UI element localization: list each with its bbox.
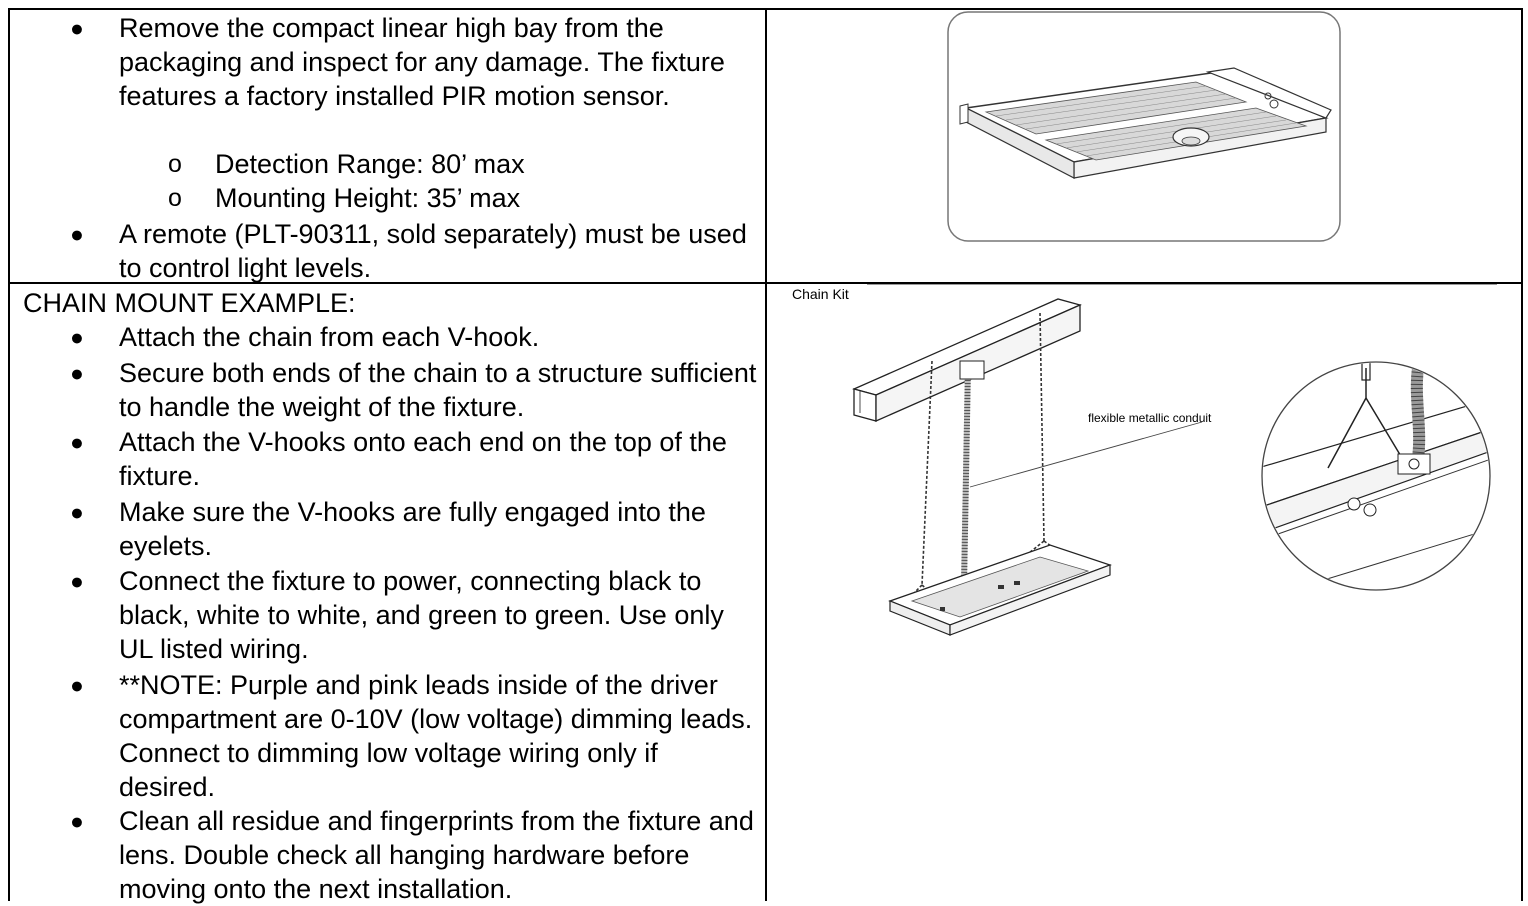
chain-step-3: Attach the V-hooks onto each end on the … — [119, 425, 759, 493]
table-border-left — [8, 8, 10, 901]
chain-step-2: Secure both ends of the chain to a struc… — [119, 356, 759, 424]
chain-step-6-text: **NOTE: Purple and pink leads inside of … — [119, 670, 753, 802]
chain-step-5-text: Connect the fixture to power, connecting… — [119, 566, 724, 664]
intro-subitem-1: Detection Range: 80’ max — [215, 149, 525, 179]
sub-bullet-icon: o — [168, 150, 182, 178]
table-divider-row — [8, 282, 1523, 284]
table-border-right — [1521, 8, 1523, 901]
chain-step-7-text: Clean all residue and fingerprints from … — [119, 806, 754, 904]
chain-step-7: Clean all residue and fingerprints from … — [119, 804, 759, 906]
bullet-icon: ● — [70, 568, 84, 594]
chain-step-1: Attach the chain from each V-hook. — [119, 320, 759, 354]
bullet-icon: ● — [70, 324, 84, 350]
bullet-icon: ● — [70, 15, 84, 41]
bullet-icon: ● — [70, 429, 84, 455]
chain-step-2-text: Secure both ends of the chain to a struc… — [119, 358, 757, 422]
bullet-icon: ● — [70, 672, 84, 698]
table-divider-column — [765, 8, 767, 901]
chain-kit-label: Chain Kit — [792, 286, 849, 302]
intro-item-1-text: Remove the compact linear high bay from … — [119, 13, 725, 111]
bullet-icon: ● — [70, 221, 84, 247]
chain-step-1-text: Attach the chain from each V-hook. — [119, 322, 540, 352]
chain-mount-heading: CHAIN MOUNT EXAMPLE: — [23, 288, 356, 318]
bullet-icon: ● — [70, 360, 84, 386]
v-hook-detail-illustration — [1261, 361, 1491, 591]
intro-subitem-2: Mounting Height: 35’ max — [215, 183, 521, 213]
high-bay-fixture-illustration — [947, 11, 1341, 242]
flexible-conduit-label: flexible metallic conduit — [1088, 411, 1212, 425]
chain-step-4-text: Make sure the V-hooks are fully engaged … — [119, 497, 706, 561]
bullet-icon: ● — [70, 808, 84, 834]
chain-step-5: Connect the fixture to power, connecting… — [119, 564, 759, 666]
chain-step-6: **NOTE: Purple and pink leads inside of … — [119, 668, 759, 804]
intro-item-2: A remote (PLT-90311, sold separately) mu… — [119, 217, 759, 285]
table-border-top — [8, 8, 1523, 10]
bullet-icon: ● — [70, 499, 84, 525]
intro-item-2-text: A remote (PLT-90311, sold separately) mu… — [119, 219, 747, 283]
chain-step-3-text: Attach the V-hooks onto each end on the … — [119, 427, 727, 491]
intro-item-1: Remove the compact linear high bay from … — [119, 11, 759, 113]
sub-bullet-icon: o — [168, 184, 182, 212]
figure-top-rule — [867, 284, 1497, 285]
chain-kit-illustration — [852, 298, 1203, 636]
chain-step-4: Make sure the V-hooks are fully engaged … — [119, 495, 759, 563]
